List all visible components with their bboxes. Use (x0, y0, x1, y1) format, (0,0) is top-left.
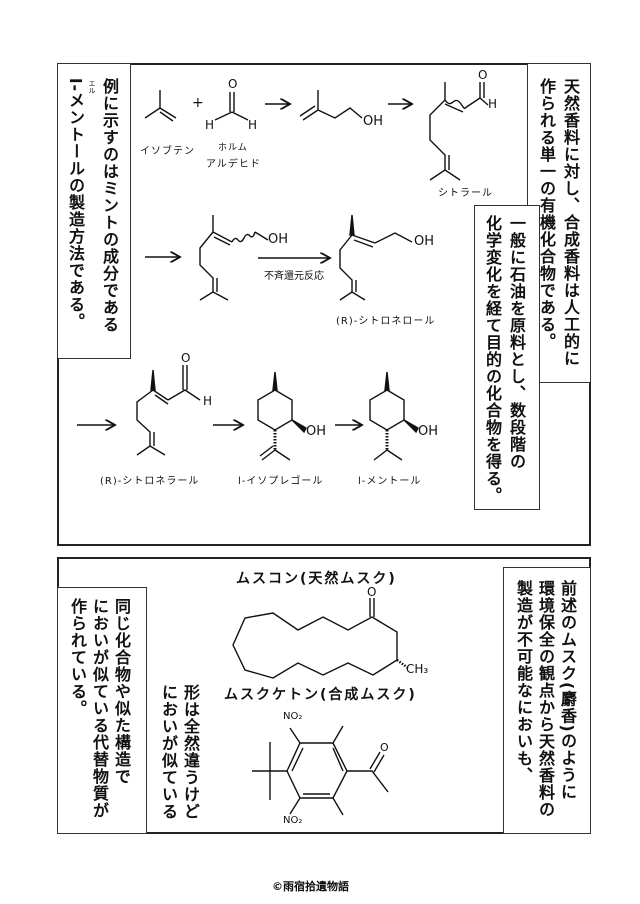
caption-line: 作られる単一の有機化合物である。 (537, 78, 556, 350)
right-caption-2: 一般に石油を原料とし、数段階の 化学変化を経て目的の化合物を得る。 (480, 215, 528, 504)
isobutene-label: イソブテン (140, 146, 195, 157)
caption-line: 製造が不可能なにおいも、 (514, 580, 533, 784)
bottom-right-caption-box (503, 567, 591, 834)
citronellal-structure (136, 365, 201, 456)
caption-line: 前述のムスク(麝香)のように (558, 580, 577, 801)
arrows (77, 104, 412, 425)
atom-o: O (367, 585, 378, 599)
atom-no2: NO₂ (283, 815, 303, 826)
caption-line: においが似ている代替物質が (90, 598, 109, 819)
atom-oh: OH (268, 232, 289, 247)
plus-sign: + (192, 95, 205, 111)
right-caption-1: 天然香料に対し、合成香料は人工的に 作られる単一の有機化合物である。 (534, 78, 582, 367)
caption-line: 環境保全の観点から天然香料の (536, 580, 555, 818)
atom-o: O (181, 351, 192, 365)
atom-h: H (488, 97, 499, 111)
citronellal-label: (R)-シトロネラール (100, 476, 200, 487)
atom-o: O (478, 68, 489, 82)
caption-line: 形は全然違うけど (181, 684, 200, 820)
atom-no2: NO₂ (283, 711, 303, 722)
muscone-title: ムスコン(天然ムスク) (236, 571, 397, 587)
formaldehyde-structure (214, 92, 249, 121)
musk-ketone-structure (252, 725, 389, 816)
atom-oh: OH (306, 424, 327, 439)
formaldehyde-label-1: ホルム (218, 143, 248, 153)
caption-line: 天然香料に対し、合成香料は人工的に (561, 78, 580, 367)
atom-ch3: CH₃ (406, 662, 429, 676)
caption-line: においが似ている (159, 684, 178, 820)
caption-line: l-メントールの製造方法である。 (66, 78, 85, 331)
geraniol-structure (199, 215, 269, 301)
caption-line: 作られている。 (68, 598, 87, 717)
ruby-annotation: エル (88, 80, 96, 94)
menthol-structure (369, 371, 419, 461)
musk-ketone-title: ムスクケトン(合成ムスク) (224, 687, 417, 703)
bottom-left-caption-box (57, 587, 147, 834)
atom-o: O (380, 741, 390, 754)
caption-line: 化学変化を経て目的の化合物を得る。 (483, 215, 502, 504)
left-caption-box (57, 63, 131, 359)
caption-line: 例に示すのはミントの成分である (100, 78, 119, 333)
atom-h: H (248, 118, 259, 132)
citronellol-label: (R)-シトロネロール (336, 316, 436, 327)
citral-label: シトラール (438, 188, 493, 199)
caption-line: 一般に石油を原料とし、数段階の (507, 215, 526, 470)
bottom-right-caption: 前述のムスク(麝香)のように 環境保全の観点から天然香料の 製造が不可能なにおい… (512, 580, 578, 818)
bottom-left-caption: 同じ化合物や似た構造で においが似ている代替物質が 作られている。 (66, 598, 132, 819)
copyright: ©雨宿拾遺物語 (272, 880, 349, 893)
muscone-structure (232, 598, 409, 679)
atom-h: H (205, 118, 216, 132)
atom-oh: OH (418, 424, 439, 439)
isobutene-structure (144, 90, 177, 122)
isoprenol-structure (299, 90, 363, 121)
atom-o: O (228, 77, 239, 91)
right-caption-box-2 (474, 205, 540, 510)
citral-structure (429, 82, 489, 181)
isopulegol-structure (257, 371, 307, 461)
middle-caption: 形は全然違うけど においが似ている (157, 684, 201, 820)
atom-h: H (203, 394, 214, 408)
atom-oh: OH (363, 114, 384, 129)
asymmetric-reduction-label: 不斉還元反応 (264, 271, 324, 282)
formaldehyde-label-2: アルデヒド (206, 159, 261, 170)
isopulegol-label: l-イソプレゴール (238, 476, 324, 487)
citronellol-structure (339, 214, 413, 301)
atom-oh: OH (414, 234, 435, 249)
caption-line: 同じ化合物や似た構造で (112, 598, 131, 785)
menthol-label: l-メントール (358, 476, 422, 487)
